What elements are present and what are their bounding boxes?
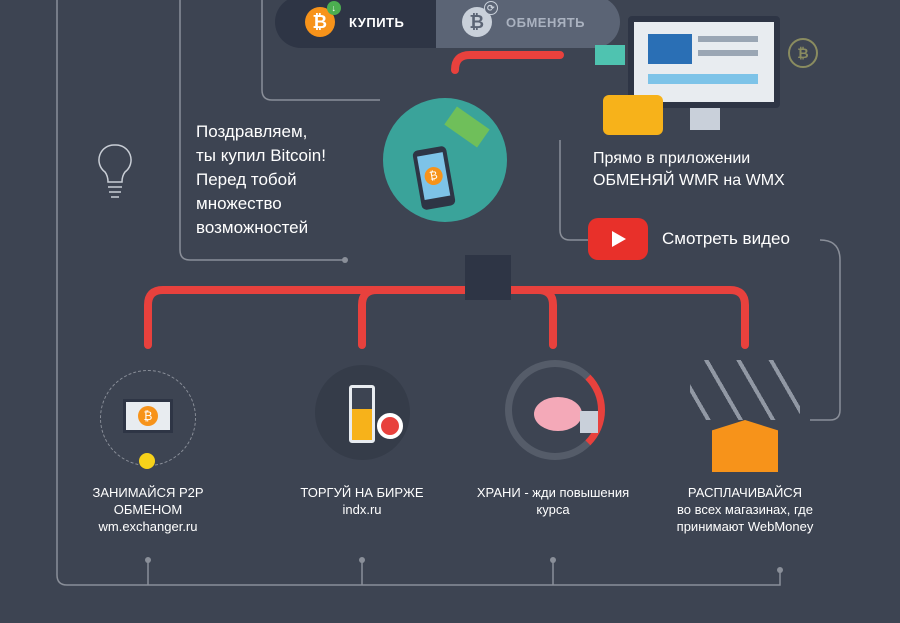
caption-line: принимают WebMoney [676, 519, 814, 534]
tab-exchange[interactable]: ₿⟳ ОБМЕНЯТЬ [436, 0, 620, 48]
option-exchange-caption[interactable]: ТОРГУЙ НА БИРЖЕ indx.ru [267, 484, 457, 518]
bitcoin-coin-icon: ₿ [788, 38, 818, 68]
option-hold-caption: ХРАНИ - жди повышения курса [458, 484, 648, 518]
tab-exchange-label: ОБМЕНЯТЬ [506, 14, 585, 30]
congrats-text: Поздравляем, ты купил Bitcoin! Перед тоб… [196, 120, 376, 240]
congrats-line: возможностей [196, 218, 309, 237]
coin-stack-icon [603, 95, 663, 135]
caption-line: РАСПЛАЧИВАЙСЯ [687, 485, 803, 500]
sleeve-icon [465, 255, 511, 300]
caption-line: ТОРГУЙ НА БИРЖЕ [300, 485, 424, 500]
youtube-play-button[interactable] [588, 218, 648, 260]
congrats-line: множество [196, 194, 282, 213]
monitor-stand [690, 108, 720, 130]
congrats-line: Поздравляем, [196, 122, 308, 141]
option-p2p-caption[interactable]: ЗАНИМАЙСЯ P2P ОБМЕНОМ wm.exchanger.ru [53, 484, 243, 535]
tab-buy-label: КУПИТЬ [349, 14, 405, 30]
caption-line: ЗАНИМАЙСЯ P2P [92, 485, 204, 500]
congrats-line: ты купил Bitcoin! [196, 146, 326, 165]
lightbulb-icon [98, 144, 132, 198]
monitor-illustration [628, 16, 780, 108]
app-promo-text: Прямо в приложении ОБМЕНЯЙ WMR на WMX [593, 148, 785, 192]
shopping-box-icon [712, 420, 778, 472]
caption-line: ХРАНИ - жди повышения [476, 485, 630, 500]
caption-line: во всех магазинах, где [677, 502, 813, 517]
option-pay-caption: РАСПЛАЧИВАЙСЯ во всех магазинах, где при… [650, 484, 840, 535]
app-promo-line: ОБМЕНЯЙ WMR на WMX [593, 172, 785, 189]
caption-link[interactable]: wm.exchanger.ru [98, 519, 198, 534]
shopping-items-icon [690, 360, 800, 420]
bitcoin-exchange-icon: ₿⟳ [462, 1, 498, 37]
banknote-icon [595, 45, 625, 65]
tab-buy[interactable]: ₿↓ КУПИТЬ [275, 0, 436, 48]
watch-video-link[interactable]: Смотреть видео [662, 229, 790, 248]
piggy-bank-icon [505, 360, 605, 460]
congrats-line: Перед тобой [196, 170, 297, 189]
bitcoin-download-icon: ₿↓ [305, 1, 341, 37]
youtube-play-icon [612, 231, 626, 247]
caption-link[interactable]: indx.ru [342, 502, 382, 517]
buy-exchange-tabs: ₿↓ КУПИТЬ ₿⟳ ОБМЕНЯТЬ [275, 0, 620, 48]
exchange-hourglass-icon [315, 365, 410, 460]
caption-line: ОБМЕНОМ [113, 502, 183, 517]
app-promo-line: Прямо в приложении [593, 150, 751, 167]
p2p-exchange-world-icon: ₿ [100, 370, 196, 469]
caption-line: курса [536, 502, 570, 517]
hand-phone-bitcoin-illustration: ₿ [383, 98, 507, 222]
